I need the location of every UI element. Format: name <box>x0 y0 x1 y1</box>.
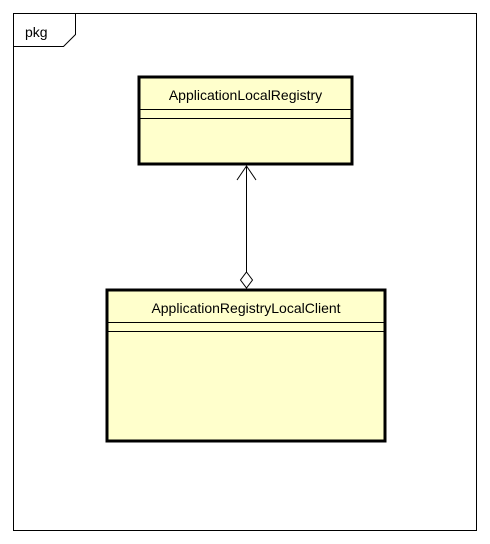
class-application-registry-local-client[interactable]: ApplicationRegistryLocalClient <box>105 288 387 443</box>
aggregation-association[interactable] <box>236 165 257 289</box>
navigability-arrowhead-icon <box>236 165 257 181</box>
class-application-local-registry[interactable]: ApplicationLocalRegistry <box>137 75 354 166</box>
class-box <box>137 75 354 166</box>
class-box <box>105 288 387 443</box>
aggregation-diamond-icon <box>239 271 254 289</box>
package-label: pkg <box>25 24 48 40</box>
class-name: ApplicationRegistryLocalClient <box>151 300 340 316</box>
package-tab <box>13 13 76 47</box>
class-name: ApplicationLocalRegistry <box>169 87 322 103</box>
